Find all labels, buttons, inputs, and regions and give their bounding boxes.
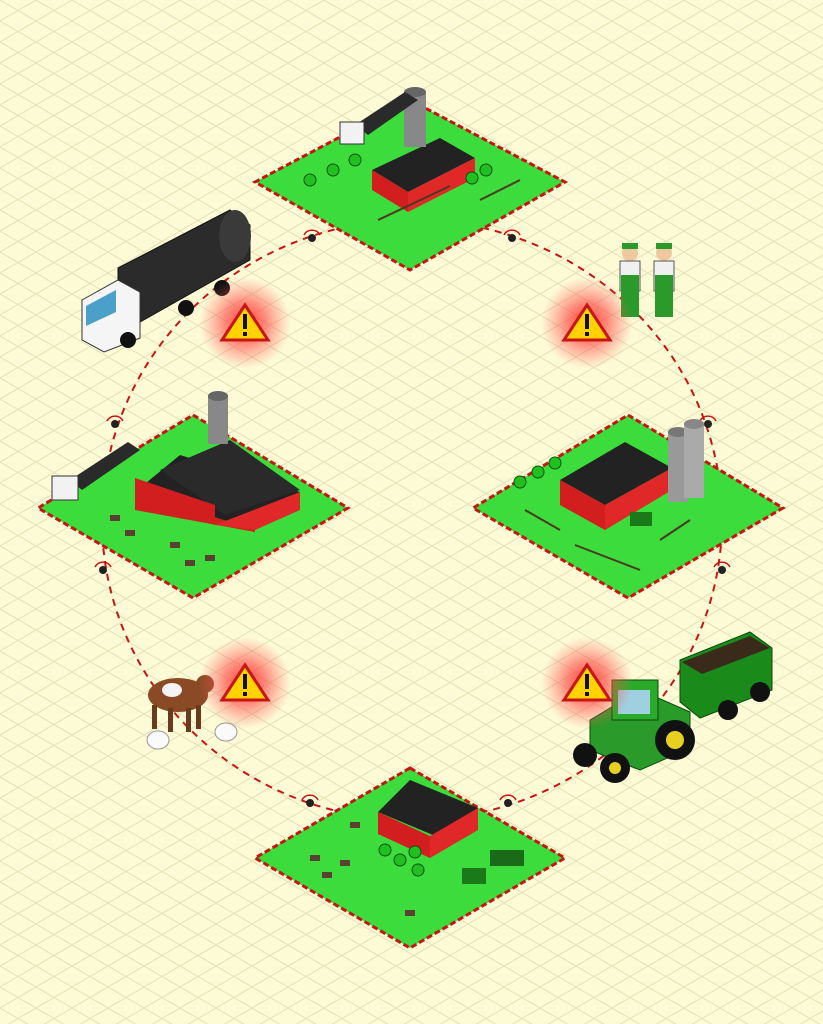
milk-truck <box>51 442 140 501</box>
sensor-icon <box>699 415 717 428</box>
sensor-icon <box>94 561 112 574</box>
trees <box>378 843 425 877</box>
warning-bottom-left[interactable] <box>199 637 291 729</box>
warning-icon <box>219 302 271 342</box>
sensor-icon <box>499 794 517 807</box>
sensor-icon <box>106 415 124 428</box>
tractor <box>630 512 652 526</box>
farm-right[interactable] <box>470 413 786 600</box>
sensor-icon <box>713 561 731 574</box>
sensor-icons <box>94 229 731 807</box>
barn <box>135 440 300 532</box>
milk-truck <box>339 92 418 145</box>
silo <box>208 391 228 444</box>
fence <box>377 179 521 221</box>
tractor <box>462 850 524 884</box>
farm-left[interactable] <box>35 391 351 600</box>
sensor-icon <box>301 794 319 807</box>
sensor-icon <box>303 229 321 242</box>
warning-icon <box>561 662 613 702</box>
farm-bottom[interactable] <box>252 766 568 950</box>
barn <box>560 442 672 530</box>
sensor-icon <box>503 229 521 242</box>
warning-icon <box>219 662 271 702</box>
trees <box>303 153 493 187</box>
farmer-pair <box>619 243 675 317</box>
trees <box>513 456 562 489</box>
silo <box>668 419 704 502</box>
warning-icon <box>561 302 613 342</box>
cattle <box>310 822 415 916</box>
farm-top[interactable] <box>251 87 569 272</box>
warning-top-right[interactable] <box>541 277 633 369</box>
milk-tanker-truck <box>81 209 251 353</box>
warning-top-left[interactable] <box>199 277 291 369</box>
fence <box>524 509 691 571</box>
warning-bottom-right[interactable] <box>541 637 633 729</box>
cow-and-chickens <box>146 675 238 750</box>
cattle <box>110 515 215 566</box>
